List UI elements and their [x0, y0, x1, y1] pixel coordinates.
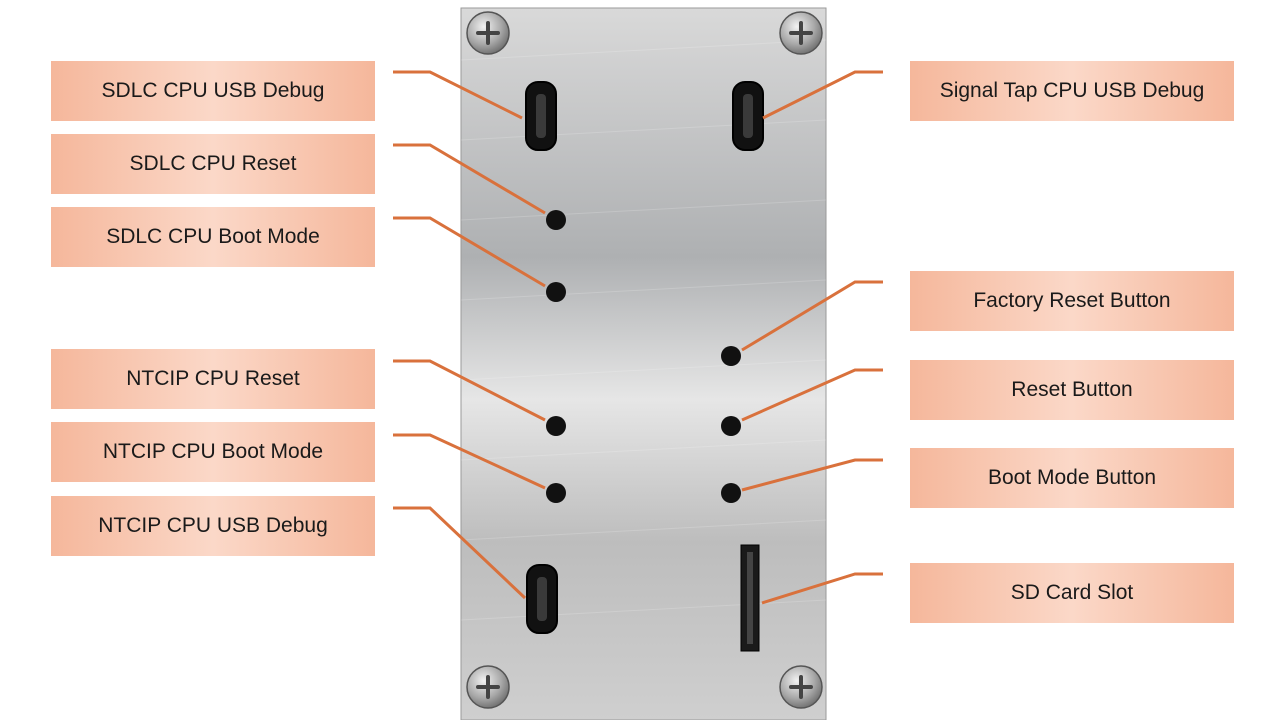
screw-top-right	[779, 11, 823, 55]
leader-line-ntcip-usb-debug	[393, 506, 527, 600]
leader-line-sd-card-slot	[761, 572, 883, 605]
pinhole-boot-mode	[721, 483, 741, 503]
leader-line-boot-mode-button	[741, 458, 883, 492]
leader-line-sdlc-usb-debug	[393, 70, 523, 120]
usb-c-port-sdlc	[525, 81, 557, 151]
leader-line-ntcip-reset	[393, 359, 546, 422]
leader-line-factory-reset-button	[741, 280, 883, 352]
label-sdlc-cpu-reset: SDLC CPU Reset	[51, 134, 375, 194]
leader-lines	[393, 70, 883, 605]
brushed-texture	[460, 39, 827, 621]
label-factory-reset-button: Factory Reset Button	[910, 271, 1234, 331]
pinhole-reset	[721, 416, 741, 436]
usb-c-port-ntcip	[526, 564, 558, 634]
usb-c-port-signal-tap	[732, 81, 764, 151]
screw-top-left	[466, 11, 510, 55]
pinhole-ntcip-reset	[546, 416, 566, 436]
label-reset-button: Reset Button	[910, 360, 1234, 420]
label-signal-tap-cpu-usb-debug: Signal Tap CPU USB Debug	[910, 61, 1234, 121]
label-sdlc-cpu-usb-debug: SDLC CPU USB Debug	[51, 61, 375, 121]
label-sdlc-cpu-boot-mode: SDLC CPU Boot Mode	[51, 207, 375, 267]
pinhole-factory-reset	[721, 346, 741, 366]
leader-line-ntcip-boot-mode	[393, 433, 546, 490]
sd-card-slot	[740, 544, 760, 652]
leader-line-sdlc-reset	[393, 143, 546, 215]
leader-line-sdlc-boot-mode	[393, 216, 546, 288]
pinhole-ntcip-boot-mode	[546, 483, 566, 503]
leader-line-signal-tap-usb-debug	[762, 70, 883, 120]
screw-bottom-left	[466, 665, 510, 709]
pinhole-sdlc-boot-mode	[546, 282, 566, 302]
pinhole-sdlc-reset	[546, 210, 566, 230]
label-ntcip-cpu-boot-mode: NTCIP CPU Boot Mode	[51, 422, 375, 482]
leader-line-reset-button	[741, 368, 883, 422]
screw-bottom-right	[779, 665, 823, 709]
label-ntcip-cpu-reset: NTCIP CPU Reset	[51, 349, 375, 409]
label-sd-card-slot: SD Card Slot	[910, 563, 1234, 623]
label-boot-mode-button: Boot Mode Button	[910, 448, 1234, 508]
label-ntcip-cpu-usb-debug: NTCIP CPU USB Debug	[51, 496, 375, 556]
